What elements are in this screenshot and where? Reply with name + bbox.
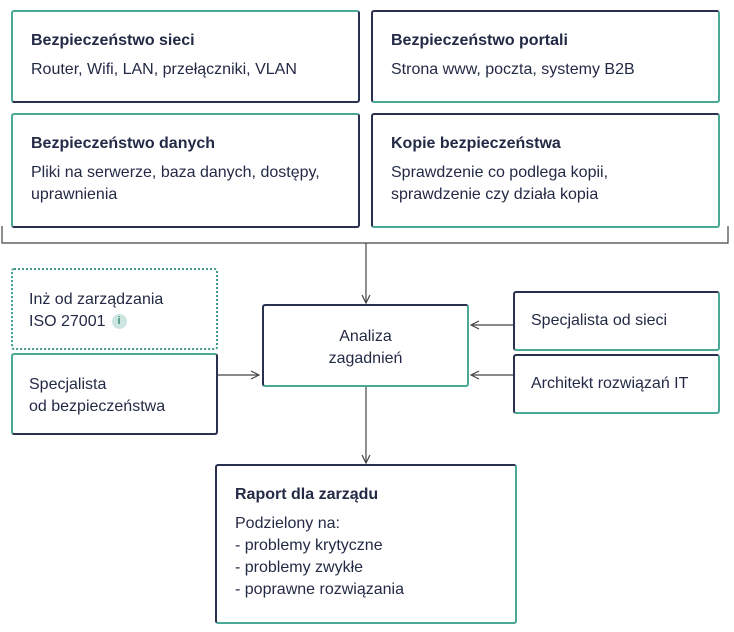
portal-security-title: Bezpieczeństwo portali bbox=[391, 32, 568, 49]
network-security-title: Bezpieczeństwo sieci bbox=[31, 32, 195, 49]
data-security-box: Bezpieczeństwo danych Pliki na serwerze,… bbox=[11, 113, 360, 228]
report-title: Raport dla zarządu bbox=[235, 486, 379, 503]
network-specialist-label: Specjalista od sieci bbox=[531, 312, 668, 329]
report-intro: Podzielony na: bbox=[235, 515, 340, 532]
security-specialist-line1: Specjalista bbox=[29, 376, 107, 393]
security-specialist-box: Specjalista od bezpieczeństwa bbox=[11, 353, 218, 435]
iso-engineer-line2-row: ISO 27001 i bbox=[29, 311, 200, 333]
report-item-regular: - problemy zwykłe bbox=[235, 559, 364, 576]
it-architect-box: Architekt rozwiązań IT bbox=[513, 354, 720, 414]
backup-title: Kopie bezpieczeństwa bbox=[391, 135, 561, 152]
analysis-line2: zagadnień bbox=[328, 350, 403, 367]
data-security-desc: Pliki na serwerze, baza danych, dostępy,… bbox=[31, 162, 340, 206]
data-security-desc-line1: Pliki na serwerze, baza danych, dostępy, bbox=[31, 164, 320, 181]
iso-engineer-line1: Inż od zarządzania bbox=[29, 291, 164, 308]
iso-engineer-line2: ISO 27001 bbox=[29, 313, 106, 330]
report-box: Raport dla zarządu Podzielony na: - prob… bbox=[215, 464, 517, 624]
portal-security-desc: Strona www, poczta, systemy B2B bbox=[391, 61, 635, 78]
report-item-critical: - problemy krytyczne bbox=[235, 537, 383, 554]
data-security-title: Bezpieczeństwo danych bbox=[31, 135, 216, 152]
network-specialist-box: Specjalista od sieci bbox=[513, 291, 720, 351]
backup-desc-line2: sprawdzenie czy działa kopia bbox=[391, 186, 599, 203]
backup-desc-line1: Sprawdzenie co podlega kopii, bbox=[391, 164, 609, 181]
it-architect-label: Architekt rozwiązań IT bbox=[531, 375, 689, 392]
report-body: Podzielony na: - problemy krytyczne - pr… bbox=[235, 513, 497, 601]
top-bracket-line bbox=[1, 226, 729, 244]
info-icon[interactable]: i bbox=[111, 314, 127, 330]
report-item-correct: - poprawne rozwiązania bbox=[235, 581, 404, 598]
backup-box: Kopie bezpieczeństwa Sprawdzenie co podl… bbox=[371, 113, 720, 228]
security-specialist-line2: od bezpieczeństwa bbox=[29, 398, 166, 415]
portal-security-box: Bezpieczeństwo portali Strona www, poczt… bbox=[371, 10, 720, 103]
analysis-box: Analiza zagadnień bbox=[262, 304, 469, 387]
network-security-desc: Router, Wifi, LAN, przełączniki, VLAN bbox=[31, 61, 297, 78]
iso-engineer-box: Inż od zarządzania ISO 27001 i bbox=[11, 268, 218, 350]
backup-desc: Sprawdzenie co podlega kopii, sprawdzeni… bbox=[391, 162, 700, 206]
analysis-line1: Analiza bbox=[339, 328, 392, 345]
network-security-box: Bezpieczeństwo sieci Router, Wifi, LAN, … bbox=[11, 10, 360, 103]
data-security-desc-line2: uprawnienia bbox=[31, 186, 118, 203]
